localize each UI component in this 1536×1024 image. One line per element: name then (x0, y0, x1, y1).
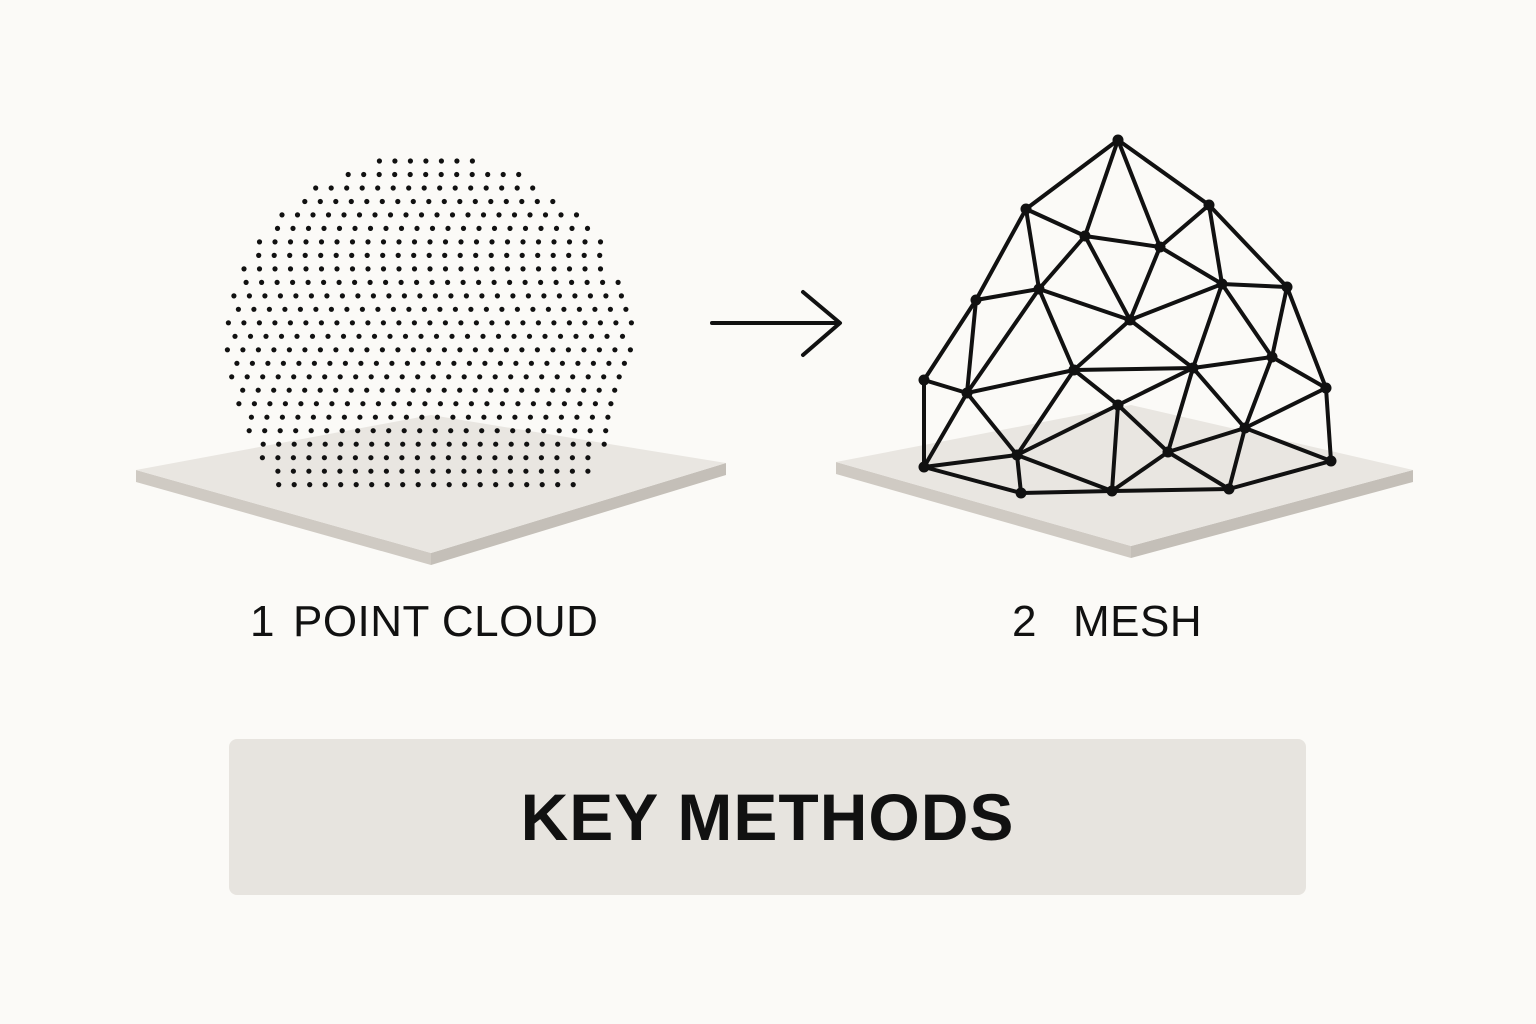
step-2-title: MESH (1072, 597, 1203, 646)
key-methods-banner: KEY METHODS (229, 739, 1306, 895)
step-1-number: 1 (250, 597, 275, 646)
step-1-label: 1 POINT CLOUD (250, 600, 598, 644)
step-1-title: POINT CLOUD (292, 597, 599, 646)
point-cloud-icon (224, 158, 635, 488)
arrow-icon (710, 290, 842, 357)
platform-right (836, 405, 1413, 558)
step-2-number: 2 (1012, 597, 1037, 646)
banner-title: KEY METHODS (520, 780, 1015, 854)
platform-left (136, 415, 726, 565)
step-2-label: 2 MESH (1012, 600, 1202, 644)
triangle-mesh-icon (918, 134, 1337, 499)
